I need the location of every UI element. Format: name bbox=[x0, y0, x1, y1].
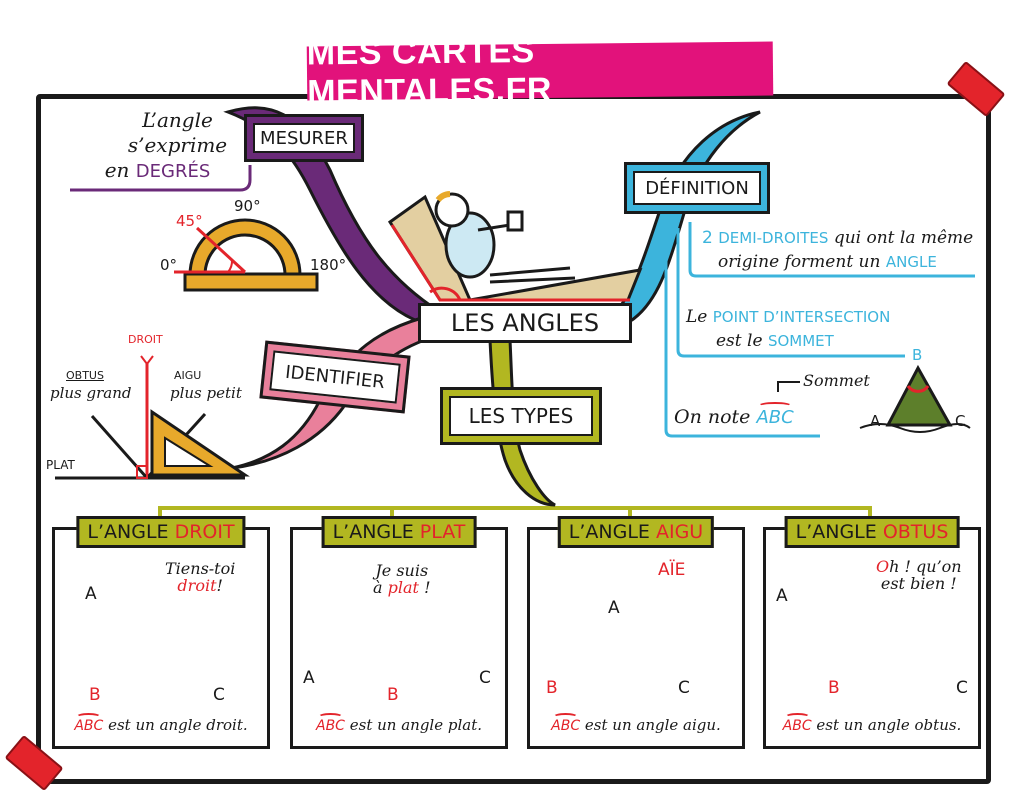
card-caption: ABC est un angle aigu. bbox=[551, 716, 721, 734]
card-caption: ABC est un angle plat. bbox=[316, 716, 482, 734]
definition-label-frame: DÉFINITION bbox=[624, 162, 770, 214]
card-caption: ABC est un angle droit. bbox=[74, 716, 248, 734]
protractor-tick-0: 0° bbox=[160, 256, 178, 274]
mountain-point-b: B bbox=[912, 346, 923, 364]
card-title: L’ANGLE AIGU bbox=[557, 516, 715, 548]
identifier-obtus-note: plus grand bbox=[50, 384, 132, 402]
types-label-frame: LES TYPES bbox=[440, 387, 602, 445]
brand-banner[interactable]: MES CARTES MENTALES.FR bbox=[307, 32, 774, 111]
central-deckchair-illustration bbox=[387, 191, 643, 302]
center-topic[interactable]: LES ANGLES bbox=[418, 303, 632, 343]
mesurer-label[interactable]: MESURER bbox=[253, 123, 355, 153]
card-title: L’ANGLE PLAT bbox=[321, 516, 477, 548]
card-angle-aigu[interactable]: L’ANGLE AIGU AÏE A B C ABC est un angle … bbox=[527, 516, 745, 749]
card-caption: ABC est un angle obtus. bbox=[782, 716, 962, 734]
mesurer-note-underline bbox=[70, 165, 252, 192]
speech-bubble: AÏE bbox=[658, 560, 686, 580]
identifier-angles-diagram bbox=[55, 355, 250, 480]
point-a: A bbox=[303, 668, 315, 688]
mesurer-note-line3: en DEGRÉS bbox=[104, 158, 211, 182]
point-a: A bbox=[776, 586, 788, 606]
identifier-droit: DROIT bbox=[128, 333, 163, 346]
mesurer-label-frame: MESURER bbox=[244, 114, 364, 162]
definition-brackets bbox=[664, 222, 975, 438]
point-c: C bbox=[479, 668, 491, 688]
mesurer-note-line2: s’exprime bbox=[127, 133, 228, 157]
point-b: B bbox=[89, 685, 101, 705]
mountain-illustration bbox=[777, 364, 971, 433]
point-c: C bbox=[678, 678, 690, 698]
identifier-plat: PLAT bbox=[46, 458, 75, 472]
definition-label[interactable]: DÉFINITION bbox=[633, 171, 761, 205]
protractor-tick-90: 90° bbox=[234, 197, 261, 215]
types-label[interactable]: LES TYPES bbox=[449, 396, 593, 436]
abc-notation: ABC bbox=[756, 407, 794, 428]
degres-keyword: DEGRÉS bbox=[135, 161, 211, 182]
notation-text: On note ABC bbox=[674, 406, 794, 428]
point-c: C bbox=[956, 678, 968, 698]
mesurer-note: L’angle s’exprime en DEGRÉS bbox=[70, 108, 245, 184]
mesurer-note-line1: L’angle bbox=[142, 108, 213, 132]
sommet-keyword: SOMMET bbox=[767, 332, 834, 350]
point-b: B bbox=[546, 678, 558, 698]
definition-text-2: Le POINT D’INTERSECTION est le SOMMET bbox=[686, 307, 891, 351]
point-intersection-keyword: POINT D’INTERSECTION bbox=[712, 308, 891, 326]
identifier-label[interactable]: IDENTIFIER bbox=[269, 350, 401, 404]
card-title: L’ANGLE OBTUS bbox=[784, 516, 960, 548]
mountain-point-a: A bbox=[870, 412, 881, 430]
protractor-tick-180: 180° bbox=[310, 256, 347, 274]
definition-text-1: 2 DEMI-DROITES qui ont la même origine f… bbox=[702, 228, 974, 272]
card-title: L’ANGLE DROIT bbox=[76, 516, 246, 548]
sommet-pointer: Sommet bbox=[803, 371, 870, 390]
identifier-aigu: AIGU bbox=[174, 369, 202, 382]
mountain-point-c: C bbox=[955, 412, 966, 430]
identifier-obtus: OBTUS bbox=[66, 369, 104, 382]
point-a: A bbox=[85, 584, 97, 604]
angle-keyword: ANGLE bbox=[885, 253, 937, 271]
point-b: B bbox=[828, 678, 840, 698]
point-b: B bbox=[387, 685, 399, 705]
demi-droites-keyword: DEMI-DROITES bbox=[718, 229, 829, 247]
protractor-illustration bbox=[174, 218, 319, 292]
point-a: A bbox=[608, 598, 620, 618]
identifier-aigu-note: plus petit bbox=[170, 384, 242, 402]
point-c: C bbox=[213, 685, 225, 705]
protractor-tick-45: 45° bbox=[176, 212, 203, 230]
